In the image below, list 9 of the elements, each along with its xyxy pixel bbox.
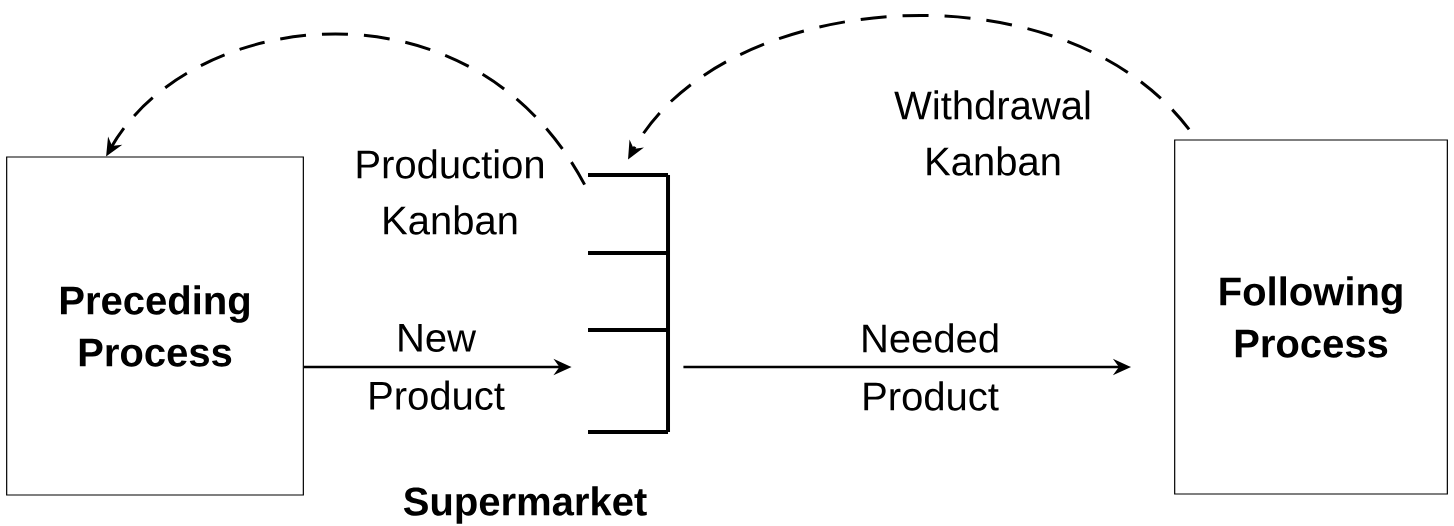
process-box: Preceding Process xyxy=(6,156,304,496)
kanban-label: Production Kanban xyxy=(357,149,543,235)
edge-label: New Product xyxy=(370,324,505,410)
kanban-label: Withdrawal Kanban xyxy=(894,90,1090,176)
process-box: Following Process xyxy=(1174,139,1448,495)
shelf-label: Supermarket xyxy=(403,486,647,524)
arrow xyxy=(106,32,586,186)
edge-label: Needed Product xyxy=(863,323,999,411)
supermarket-shelf xyxy=(588,173,670,434)
